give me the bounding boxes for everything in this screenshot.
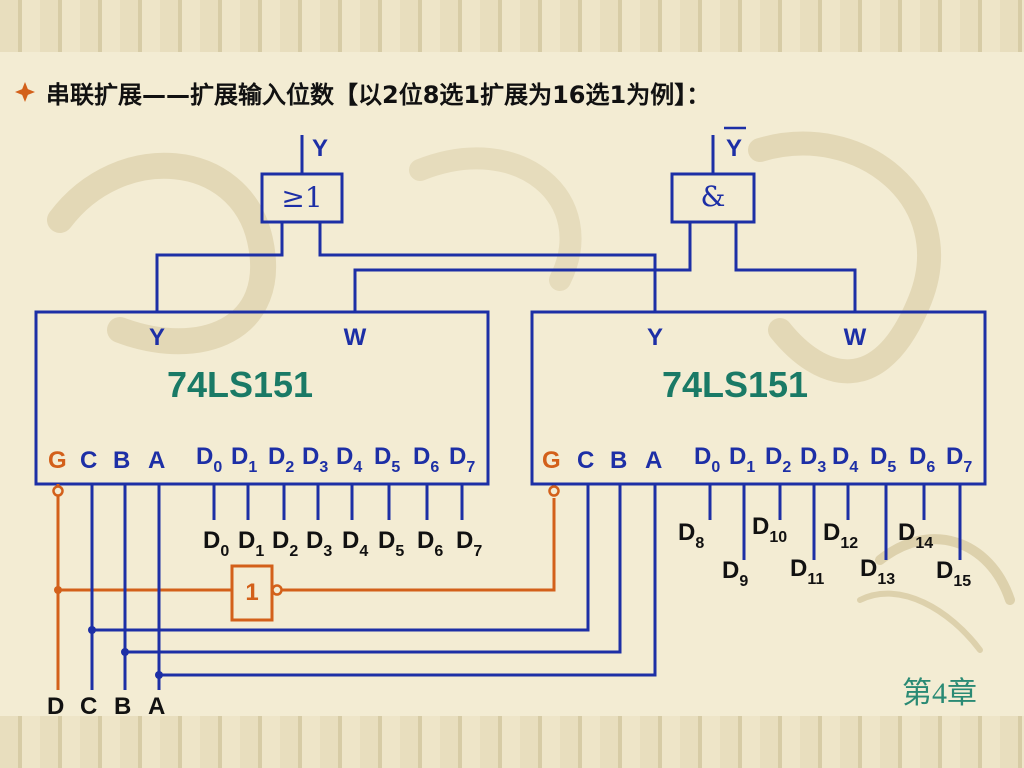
chip2-y-pin: Y (647, 324, 663, 351)
wire-chip2-w-to-nand (734, 222, 857, 312)
chip1-a-pin: A (148, 447, 165, 474)
right-data-input-stubs (708, 484, 962, 560)
right-input-label: D9 (722, 557, 748, 590)
diamond-bullet-icon (15, 82, 35, 102)
wire-c-to-chip2 (92, 484, 590, 632)
chip1-w-pin: W (344, 324, 367, 351)
chip2-b-pin: B (610, 447, 627, 474)
or-output-label: Y (312, 135, 328, 162)
chip1-d-pin: D5 (374, 443, 400, 476)
chip2-d-pin: D5 (870, 443, 896, 476)
chip-74ls151-left (34, 310, 490, 486)
chip-74ls151-right (530, 310, 987, 486)
chip1-d-pin: D3 (302, 443, 328, 476)
chip1-d-pin: D1 (231, 443, 257, 476)
left-input-label: D1 (238, 527, 264, 560)
right-input-label: D14 (898, 519, 933, 552)
not-gate-bubble (271, 584, 283, 596)
wire-chip1-y-to-or (155, 222, 284, 312)
chip2-name: 74LS151 (662, 364, 808, 405)
not-gate (230, 564, 274, 622)
chip2-w-pin: W (844, 324, 867, 351)
select-input-d: D (47, 693, 64, 720)
decorative-border-top (0, 0, 1024, 52)
wire-a-to-chip2 (159, 484, 657, 677)
chip1-y-pin: Y (149, 324, 165, 351)
chip2-d-pin: D4 (832, 443, 858, 476)
chapter-label: 第4章 (902, 677, 977, 710)
right-input-label: D12 (823, 519, 858, 552)
chip1-b-pin: B (113, 447, 130, 474)
chip2-d-pin: D0 (694, 443, 720, 476)
nand-gate-symbol: & (701, 180, 726, 213)
left-input-label: D6 (417, 527, 443, 560)
chip2-d-pin: D7 (946, 443, 972, 476)
chip2-d-pin: D2 (765, 443, 791, 476)
left-input-label: D7 (456, 527, 482, 560)
not-gate-symbol: 1 (245, 579, 258, 606)
nand-output-label: Y (726, 135, 742, 162)
wire-chip2-y-to-or (318, 222, 657, 312)
chip2-g-pin: G (542, 447, 561, 474)
right-input-label: D11 (790, 555, 824, 588)
right-input-label: D13 (860, 555, 895, 588)
wire-b-to-chip2 (125, 484, 622, 654)
chip2-d-pin: D3 (800, 443, 826, 476)
select-input-c: C (80, 693, 97, 720)
select-input-a: A (148, 693, 165, 720)
left-input-label: D0 (203, 527, 229, 560)
g1-invert-bubble (52, 485, 64, 497)
select-input-b: B (114, 693, 131, 720)
left-data-input-stubs (212, 484, 464, 520)
decorative-border-bottom (0, 716, 1024, 768)
chip1-name: 74LS151 (167, 364, 313, 405)
title-row: 串联扩展——扩展输入位数【以2位8选1扩展为16选1为例】： (14, 72, 710, 112)
g2-invert-bubble (548, 485, 560, 497)
chip1-d-pin: D2 (268, 443, 294, 476)
left-input-label: D2 (272, 527, 298, 560)
chip1-d-pin: D4 (336, 443, 362, 476)
wire-chip1-w-to-nand (353, 222, 692, 312)
left-input-label: D4 (342, 527, 368, 560)
chip1-d-pin: D6 (413, 443, 439, 476)
right-input-label: D10 (752, 513, 787, 546)
or-gate-symbol: ≥1 (281, 181, 322, 214)
chip2-d-pin: D1 (729, 443, 755, 476)
left-input-label: D3 (306, 527, 332, 560)
chip1-c-pin: C (80, 447, 97, 474)
chip1-d-pin: D0 (196, 443, 222, 476)
left-input-label: D5 (378, 527, 404, 560)
wire-not-to-g2 (282, 498, 556, 592)
slide-title: 串联扩展——扩展输入位数【以2位8选1扩展为16选1为例】： (46, 80, 711, 109)
chip2-c-pin: C (577, 447, 594, 474)
right-input-label: D8 (678, 519, 704, 552)
chip2-d-pin: D6 (909, 443, 935, 476)
right-input-label: D15 (936, 557, 971, 590)
chip1-g-pin: G (48, 447, 67, 474)
chip2-a-pin: A (645, 447, 662, 474)
chip1-d-pin: D7 (449, 443, 475, 476)
